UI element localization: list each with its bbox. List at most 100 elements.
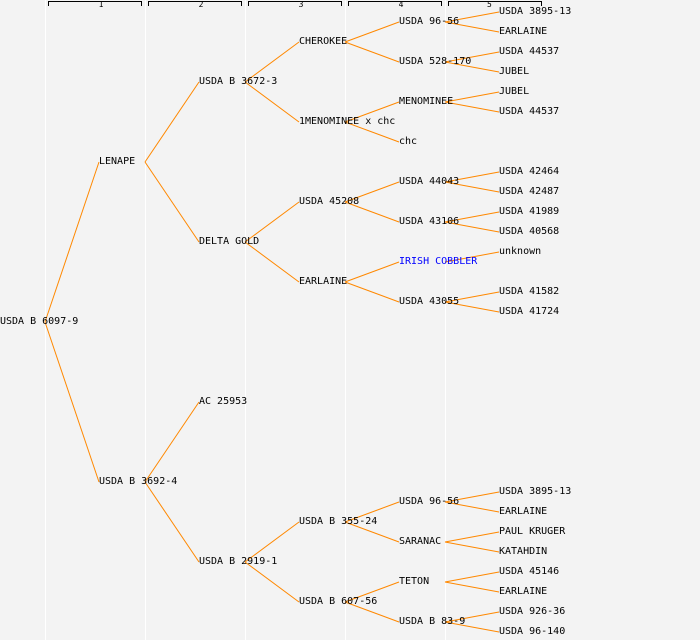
pedigree-link: [244, 521, 300, 563]
pedigree-node-gen4[interactable]: USDA B 355-24: [299, 516, 378, 527]
pedigree-node-gen6[interactable]: USDA 41582: [499, 286, 560, 297]
pedigree-link: [344, 581, 400, 603]
pedigree-node-gen6[interactable]: USDA 41989: [499, 206, 560, 217]
pedigree-node-gen3[interactable]: AC 25953: [199, 396, 248, 407]
pedigree-link: [144, 401, 200, 483]
column-divider: [245, 0, 246, 640]
pedigree-node-gen4[interactable]: CHEROKEE: [299, 36, 348, 47]
pedigree-link: [244, 201, 300, 243]
pedigree-node-gen5[interactable]: USDA 96-56: [399, 496, 460, 507]
pedigree-link: [44, 321, 100, 483]
pedigree-node-gen3[interactable]: USDA B 2919-1: [199, 556, 278, 567]
pedigree-node-gen2[interactable]: LENAPE: [99, 156, 136, 167]
pedigree-link: [344, 261, 400, 283]
pedigree-node-gen5[interactable]: USDA 96-56: [399, 16, 460, 27]
pedigree-node-gen5[interactable]: USDA 528-170: [399, 56, 472, 67]
pedigree-node-gen6[interactable]: USDA 3895-13: [499, 6, 572, 17]
pedigree-link: [444, 541, 500, 553]
pedigree-node-gen3[interactable]: DELTA GOLD: [199, 236, 260, 247]
pedigree-link: [244, 41, 300, 83]
generation-number: 5: [487, 0, 492, 9]
pedigree-link: [444, 211, 500, 223]
pedigree-node-gen4[interactable]: 1MENOMINEE x chc: [299, 116, 396, 127]
pedigree-node-gen6[interactable]: USDA 926-36: [499, 606, 566, 617]
pedigree-node-gen6[interactable]: JUBEL: [499, 66, 530, 77]
pedigree-node-gen4[interactable]: EARLAINE: [299, 276, 348, 287]
pedigree-node-gen5[interactable]: MENOMINEE: [399, 96, 454, 107]
pedigree-link: [344, 121, 400, 143]
pedigree-node-gen6[interactable]: USDA 45146: [499, 566, 560, 577]
pedigree-node-gen5[interactable]: USDA 43055: [399, 296, 460, 307]
pedigree-node-gen6[interactable]: USDA 40568: [499, 226, 560, 237]
pedigree-node-gen5[interactable]: TETON: [399, 576, 430, 587]
pedigree-node-gen6[interactable]: USDA 96-140: [499, 626, 566, 637]
pedigree-link: [344, 21, 400, 43]
generation-number: 3: [298, 0, 304, 9]
pedigree-link: [144, 161, 200, 243]
pedigree-node-gen5[interactable]: SARANAC: [399, 536, 442, 547]
pedigree-link: [244, 241, 300, 283]
pedigree-link: [444, 51, 500, 63]
pedigree-node-gen6[interactable]: JUBEL: [499, 86, 530, 97]
pedigree-link: [44, 161, 100, 323]
pedigree-node-gen6[interactable]: USDA 41724: [499, 306, 560, 317]
pedigree-link: [244, 561, 300, 603]
pedigree-node-gen6[interactable]: USDA 44537: [499, 46, 560, 57]
generation-number: 2: [198, 0, 204, 9]
pedigree-link: [444, 291, 500, 303]
column-divider: [445, 0, 446, 640]
pedigree-node-gen5[interactable]: USDA B 83-9: [399, 616, 466, 627]
pedigree-link: [444, 171, 500, 183]
pedigree-link: [444, 11, 500, 23]
pedigree-node-gen5[interactable]: chc: [399, 136, 418, 147]
generation-number: 4: [398, 0, 404, 9]
pedigree-link: [444, 301, 500, 313]
column-divider: [145, 0, 146, 640]
pedigree-node-gen5[interactable]: USDA 44043: [399, 176, 460, 187]
pedigree-node-gen5[interactable]: IRISH COBBLER: [399, 256, 478, 267]
pedigree-link: [344, 181, 400, 203]
pedigree-link: [344, 501, 400, 523]
pedigree-node-gen6[interactable]: PAUL KRUGER: [499, 526, 566, 537]
pedigree-node-gen6[interactable]: EARLAINE: [499, 26, 548, 37]
pedigree-node-gen4[interactable]: USDA B 607-56: [299, 596, 378, 607]
pedigree-node-gen6[interactable]: USDA 3895-13: [499, 486, 572, 497]
pedigree-link: [444, 491, 500, 503]
pedigree-link: [444, 101, 500, 113]
pedigree-node-gen2[interactable]: USDA B 3692-4: [99, 476, 178, 487]
pedigree-link: [344, 41, 400, 63]
pedigree-link: [444, 221, 500, 233]
pedigree-link: [344, 201, 400, 223]
pedigree-node-gen6[interactable]: USDA 42464: [499, 166, 560, 177]
pedigree-link: [444, 21, 500, 33]
pedigree-link: [444, 501, 500, 513]
pedigree-node-gen5[interactable]: USDA 43106: [399, 216, 460, 227]
pedigree-link: [444, 251, 500, 263]
pedigree-link: [444, 181, 500, 193]
pedigree-link: [344, 521, 400, 543]
pedigree-link: [344, 101, 400, 123]
pedigree-link: [444, 91, 500, 103]
pedigree-link: [344, 601, 400, 623]
pedigree-link: [444, 571, 500, 583]
pedigree-node-gen6[interactable]: USDA 42487: [499, 186, 560, 197]
pedigree-node-gen6[interactable]: USDA 44537: [499, 106, 560, 117]
pedigree-link: [444, 531, 500, 543]
pedigree-link: [344, 281, 400, 303]
pedigree-node-gen6[interactable]: unknown: [499, 246, 542, 257]
pedigree-link: [144, 481, 200, 563]
pedigree-node-gen6[interactable]: EARLAINE: [499, 586, 548, 597]
pedigree-node-gen4[interactable]: USDA 45208: [299, 196, 360, 207]
column-divider: [345, 0, 346, 640]
pedigree-node-gen1[interactable]: USDA B 6097-9: [0, 316, 79, 327]
pedigree-link: [444, 621, 500, 633]
pedigree-link: [244, 81, 300, 123]
pedigree-node-gen3[interactable]: USDA B 3672-3: [199, 76, 278, 87]
pedigree-link: [444, 611, 500, 623]
pedigree-node-gen6[interactable]: KATAHDIN: [499, 546, 548, 557]
pedigree-link: [144, 81, 200, 163]
generation-number: 1: [98, 0, 104, 9]
pedigree-link: [444, 61, 500, 73]
pedigree-node-gen6[interactable]: EARLAINE: [499, 506, 548, 517]
